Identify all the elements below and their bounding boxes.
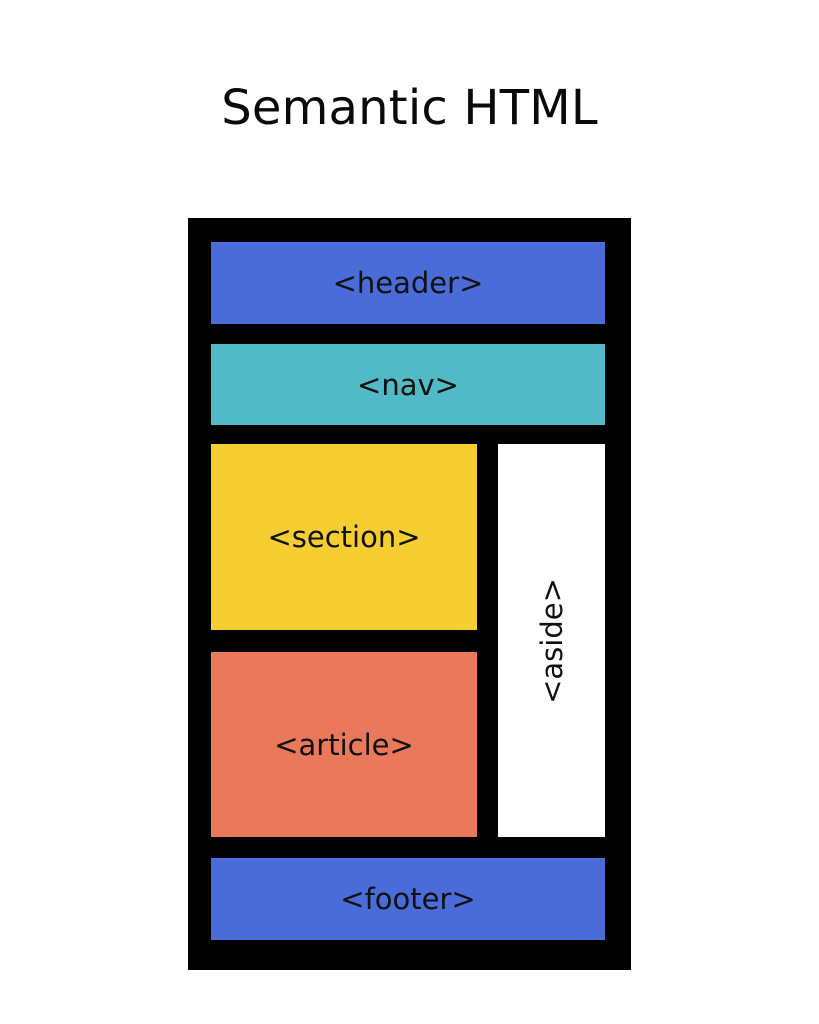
article-block: <article>: [211, 652, 477, 837]
header-block: <header>: [211, 242, 605, 324]
aside-label: <aside>: [534, 577, 569, 704]
page-layout-frame: <header> <nav> <section> <article> <asid…: [188, 218, 631, 970]
aside-block: <aside>: [498, 444, 605, 837]
footer-label: <footer>: [340, 882, 476, 916]
section-label: <section>: [267, 520, 421, 554]
footer-block: <footer>: [211, 858, 605, 940]
header-label: <header>: [332, 266, 484, 300]
nav-block: <nav>: [211, 344, 605, 425]
section-block: <section>: [211, 444, 477, 630]
diagram-title: Semantic HTML: [221, 80, 598, 136]
article-label: <article>: [274, 727, 414, 762]
nav-label: <nav>: [357, 367, 459, 402]
